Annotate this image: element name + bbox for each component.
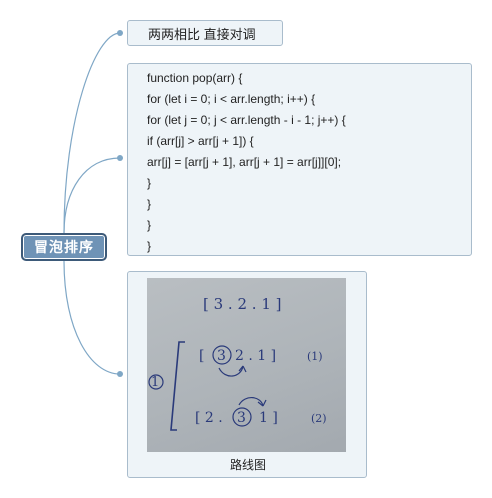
code-line: } <box>147 176 152 190</box>
handwritten-sketch: [ 3 . 2 . 1 ] 1 [ 3 2 . 1 ] (1) [ 2 . 3 … <box>148 295 327 431</box>
code-line: for (let j = 0; j < arr.length - i - 1; … <box>147 113 346 127</box>
topic-note[interactable]: 两两相比 直接对调 <box>127 20 283 46</box>
code-line: } <box>147 239 152 253</box>
connector-to-image <box>63 260 121 375</box>
sketch-row1-circled: 3 <box>217 348 226 364</box>
sketch-row1-rest: 2 . 1 ] <box>235 348 276 364</box>
sketch-step-number: 1 <box>151 375 159 390</box>
code-line: arr[j] = [arr[j + 1], arr[j + 1] = arr[j… <box>147 155 342 169</box>
sketch-row2-rest: 1 ] <box>259 410 278 426</box>
connector-to-code <box>63 157 121 234</box>
connector-dot-image <box>117 371 123 377</box>
connector-dot-code <box>117 155 123 161</box>
topic-image[interactable]: [ 3 . 2 . 1 ] 1 [ 3 2 . 1 ] (1) [ 2 . 3 … <box>127 271 367 478</box>
connector-dot-note <box>117 30 123 36</box>
code-line: } <box>147 197 152 211</box>
image-caption: 路线图 <box>229 458 266 472</box>
sketch-photo: [ 3 . 2 . 1 ] 1 [ 3 2 . 1 ] (1) [ 2 . 3 … <box>147 278 346 452</box>
sketch-row2-tag: (2) <box>311 412 327 425</box>
sketch-row2-open: [ 2 . <box>195 410 223 426</box>
connector-to-note <box>63 32 121 234</box>
code-line: function pop(arr) { <box>147 71 243 85</box>
sketch-row1-open: [ <box>199 348 204 364</box>
root-topic-label: 冒泡排序 <box>34 239 94 255</box>
sketch-row2-circled: 3 <box>237 410 246 426</box>
code-line: for (let i = 0; i < arr.length; i++) { <box>147 92 316 106</box>
root-topic[interactable]: 冒泡排序 <box>21 233 107 261</box>
sketch-initial-array: [ 3 . 2 . 1 ] <box>203 295 281 313</box>
sketch-row1-tag: (1) <box>307 350 323 363</box>
topic-code[interactable]: function pop(arr) { for (let i = 0; i < … <box>127 63 472 256</box>
topic-note-label: 两两相比 直接对调 <box>148 26 256 42</box>
code-line: } <box>147 218 152 232</box>
code-line: if (arr[j] > arr[j + 1]) { <box>147 134 254 148</box>
